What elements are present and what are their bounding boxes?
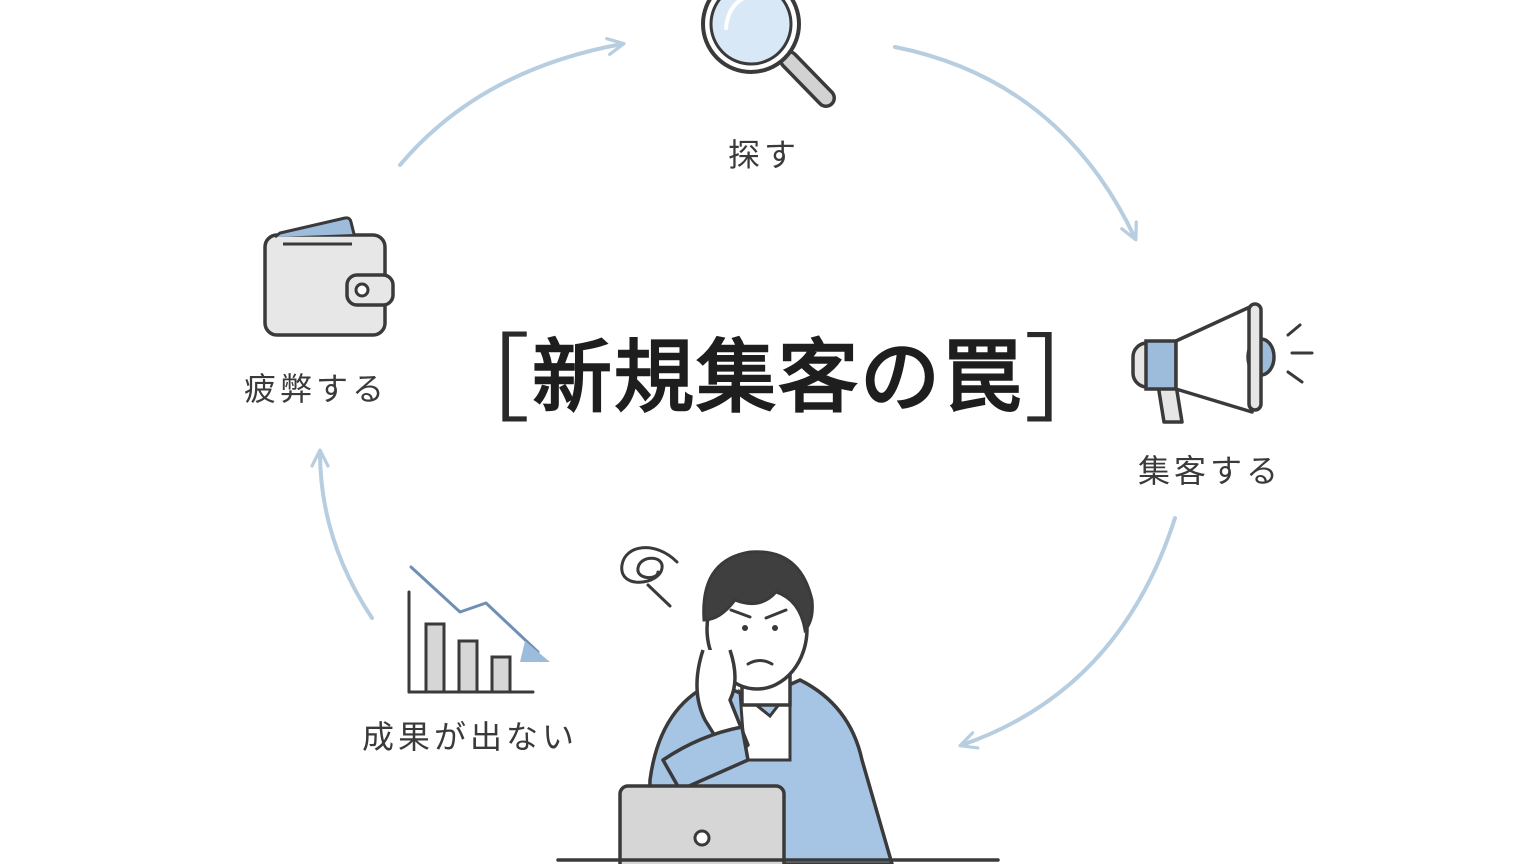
arrow-wallet-to-search [398, 37, 626, 167]
label-search: 探す [728, 136, 801, 174]
arrow-megaphone-to-person [958, 516, 1177, 750]
magnifier-icon [701, 0, 836, 108]
worried-person-illustration [556, 546, 1000, 864]
arrow-chart-to-wallet [310, 448, 374, 620]
arrow-search-to-megaphone [893, 45, 1138, 242]
wallet-icon [263, 216, 395, 337]
label-exhausted: 疲弊する [244, 370, 389, 408]
title-text: 新規集客の罠 [532, 330, 1024, 424]
main-title: ［ 新規集客の罠 ］ [434, 316, 1120, 436]
title-close-bracket: ］ [1024, 323, 1122, 436]
label-attract-customers: 集客する [1138, 452, 1283, 490]
scribble-icon [620, 546, 679, 584]
label-no-results: 成果が出ない [362, 718, 579, 756]
declining-chart-icon [407, 565, 550, 694]
title-open-bracket: ［ [434, 323, 532, 436]
megaphone-icon [1131, 302, 1314, 424]
